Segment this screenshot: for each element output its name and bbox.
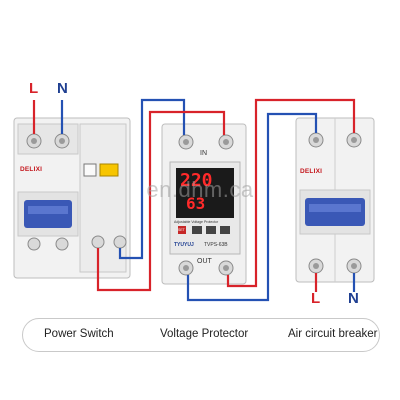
caption-power-switch: Power Switch xyxy=(44,328,114,340)
switch-brand: DELIXI xyxy=(20,166,43,173)
left-N-label: N xyxy=(57,80,68,97)
switch-to-protector-live-wire xyxy=(96,110,226,292)
test-button xyxy=(83,163,97,177)
protector-out-label: OUT xyxy=(197,258,212,265)
left-L-label: L xyxy=(29,80,39,97)
watermark: en.dhm.ca xyxy=(146,177,254,202)
protector-display-top: 220 xyxy=(180,170,213,191)
right-L-label: L xyxy=(311,290,321,307)
caption-voltage-protector: Voltage Protector xyxy=(160,328,249,340)
caption-air-breaker: Air circuit breaker xyxy=(288,328,378,340)
voltage-protector-device xyxy=(161,123,247,285)
up-button xyxy=(192,226,202,234)
air-breaker-device xyxy=(295,117,375,283)
protector-to-breaker-live-wire xyxy=(226,98,356,288)
caption-bar xyxy=(22,318,380,352)
protector-model: TVPS-63B xyxy=(204,242,228,248)
set-button xyxy=(178,226,186,234)
protector-panel-caption: Adjustable Voltage Protector xyxy=(174,220,219,224)
protector-to-breaker-neutral-wire xyxy=(186,112,318,302)
switch-to-protector-neutral-wire xyxy=(118,98,186,260)
protector-brand: TYUYUJ xyxy=(174,242,194,248)
down-button xyxy=(206,226,216,234)
protector-set-label: SET xyxy=(178,228,185,232)
protector-display xyxy=(176,168,234,218)
protector-in-label: IN xyxy=(200,150,207,157)
trip-indicator xyxy=(99,163,119,177)
breaker-brand: DELIXI xyxy=(300,168,323,175)
power-switch-device xyxy=(13,117,131,279)
right-N-label: N xyxy=(348,290,359,307)
protector-display-bottom: 63 xyxy=(186,194,206,213)
